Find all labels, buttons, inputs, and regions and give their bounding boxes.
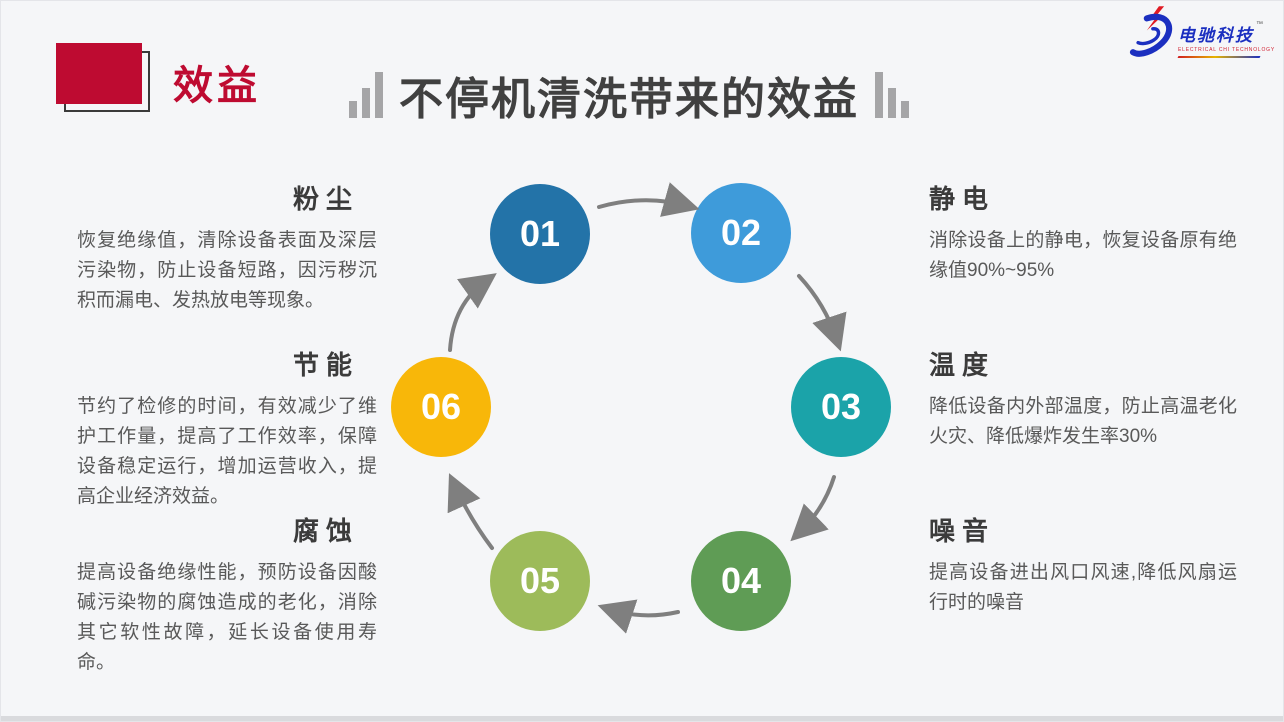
step-circle-06: 06 [391, 357, 491, 457]
logo-swoosh-icon [1129, 6, 1173, 57]
step-circle-05: 05 [490, 531, 590, 631]
title-row: 不停机清洗带来的效益 [349, 63, 909, 127]
benefit-body: 提高设备进出风口风速,降低风扇运行时的噪音 [929, 562, 1237, 614]
logo-text-block: 电驰科技 ™ ELECTRICAL CHI TECHNOLOGY [1177, 21, 1275, 58]
step-number: 02 [720, 212, 762, 253]
arrow-03-to-04 [790, 475, 836, 542]
benefit-heading: 腐蚀 [292, 516, 359, 546]
benefit-energy-saving: 节能 节约了检修的时间，有效减少了维护工作量，提高了工作效率，保障设备稳定运行，… [77, 345, 377, 512]
section-label: 效益 [173, 64, 261, 108]
bars-ascending-icon [349, 72, 383, 118]
trademark-symbol: ™ [1256, 21, 1264, 28]
step-number: 06 [420, 386, 462, 427]
arrow-02-to-03 [797, 274, 847, 352]
benefit-heading: 噪音 [929, 516, 996, 546]
benefit-static-electricity: 静电 消除设备上的静电，恢复设备原有绝缘值90%~95% [929, 179, 1237, 286]
arrow-05-to-06 [447, 473, 494, 550]
step-number: 04 [720, 560, 762, 601]
step-circle-02: 02 [691, 183, 791, 283]
company-logo: 电驰科技 ™ ELECTRICAL CHI TECHNOLOGY [1126, 5, 1275, 63]
step-number: 01 [519, 213, 561, 254]
bars-descending-icon [875, 72, 909, 118]
badge-fill-rect [56, 43, 142, 104]
benefit-body: 消除设备上的静电，恢复设备原有绝缘值90%~95% [929, 230, 1237, 282]
logo-company-name: 电驰科技 [1178, 26, 1255, 45]
step-number: 03 [820, 386, 862, 427]
step-circle-01: 01 [490, 184, 590, 284]
benefit-noise: 噪音 提高设备进出风口风速,降低风扇运行时的噪音 [929, 511, 1237, 618]
benefit-heading: 节能 [292, 350, 359, 380]
arrow-04-to-05 [597, 599, 680, 634]
bottom-divider [1, 716, 1283, 721]
benefit-heading: 静电 [929, 184, 996, 214]
step-number: 05 [519, 560, 561, 601]
arrow-06-to-01 [448, 273, 497, 352]
benefit-body: 恢复绝缘值，清除设备表面及深层污染物，防止设备短路，因污秽沉积而漏电、发热放电等… [77, 230, 377, 312]
benefit-corrosion: 腐蚀 提高设备绝缘性能，预防设备因酸碱污染物的腐蚀造成的老化，消除其它软性故障，… [77, 511, 377, 678]
benefit-dust: 粉尘 恢复绝缘值，清除设备表面及深层污染物，防止设备短路，因污秽沉积而漏电、发热… [77, 179, 377, 316]
benefit-body: 降低设备内外部温度，防止高温老化火灾、降低爆炸发生率30% [929, 396, 1237, 448]
step-circle-04: 04 [691, 531, 791, 631]
benefit-heading: 粉尘 [292, 184, 359, 214]
logo-underline [1177, 56, 1261, 58]
step-circle-03: 03 [791, 357, 891, 457]
benefit-heading: 温度 [929, 350, 996, 380]
arrow-01-to-02 [597, 182, 700, 217]
benefit-body: 提高设备绝缘性能，预防设备因酸碱污染物的腐蚀造成的老化，消除其它软性故障，延长设… [77, 562, 377, 674]
benefit-temperature: 温度 降低设备内外部温度，防止高温老化火灾、降低爆炸发生率30% [929, 345, 1237, 452]
benefit-body: 节约了检修的时间，有效减少了维护工作量，提高了工作效率，保障设备稳定运行，增加运… [77, 396, 377, 508]
page-title: 不停机清洗带来的效益 [399, 75, 859, 124]
logo-subtitle: ELECTRICAL CHI TECHNOLOGY [1178, 47, 1275, 53]
